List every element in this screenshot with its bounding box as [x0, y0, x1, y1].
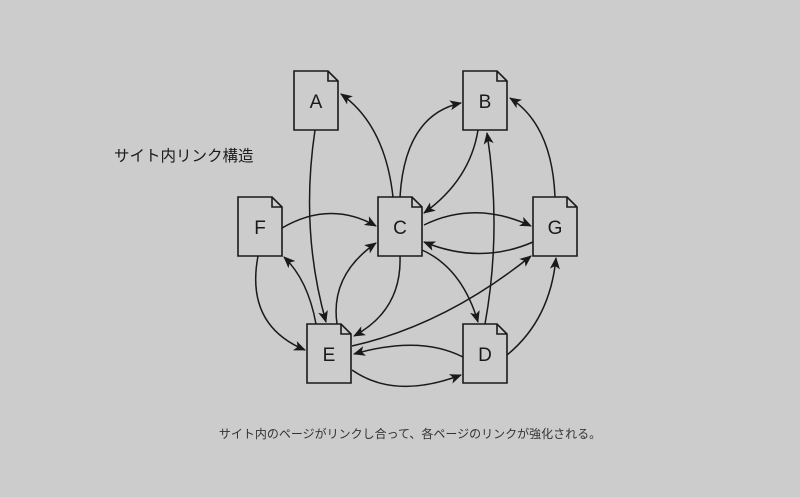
page-node-g: G: [532, 196, 578, 257]
link-arrow-a-to-e: [308, 129, 328, 323]
link-arrow-c-to-b: [399, 100, 462, 198]
diagram-caption: サイト内のページがリンクし合って、各ページのリンクが強化される。: [218, 427, 602, 441]
link-arrow-g-to-c: [423, 241, 534, 255]
link-arrow-b-to-c: [423, 129, 479, 214]
page-label: F: [254, 218, 266, 239]
link-arrow-c-to-e: [353, 255, 401, 337]
page-node-b: B: [462, 70, 508, 131]
link-arrow-e-to-d: [351, 369, 462, 388]
diagram-title: サイト内リンク構造: [114, 147, 254, 165]
document-icon: [377, 196, 423, 257]
page-node-f: F: [237, 196, 283, 257]
document-icon: [532, 196, 578, 257]
link-arrow-e-to-f: [283, 256, 317, 325]
link-arrow-e-to-c: [335, 242, 377, 325]
page-label: B: [479, 92, 492, 113]
document-icon: [462, 323, 508, 384]
link-arrow-d-to-b: [483, 132, 495, 325]
page-node-d: D: [462, 323, 508, 384]
link-arrow-d-to-e: [353, 344, 464, 358]
link-arrow-d-to-g: [506, 257, 560, 356]
link-arrow-c-to-d: [421, 249, 480, 323]
link-arrow-g-to-b: [509, 97, 556, 198]
document-icon: [237, 196, 283, 257]
document-icon: [306, 323, 352, 384]
page-label: D: [478, 345, 492, 366]
page-label: G: [548, 218, 563, 239]
page-node-e: E: [306, 323, 352, 384]
document-icon: [462, 70, 508, 131]
page-label: A: [310, 92, 323, 113]
link-arrow-f-to-c: [281, 212, 377, 229]
page-node-a: A: [293, 70, 339, 131]
page-node-c: C: [377, 196, 423, 257]
link-arrow-f-to-e: [254, 255, 306, 351]
link-arrow-c-to-g: [423, 212, 532, 227]
document-icon: [293, 70, 339, 131]
link-arrow-c-to-a: [340, 93, 394, 198]
page-label: E: [323, 345, 336, 366]
page-label: C: [393, 218, 407, 239]
link-arrow-e-to-g: [351, 255, 532, 347]
